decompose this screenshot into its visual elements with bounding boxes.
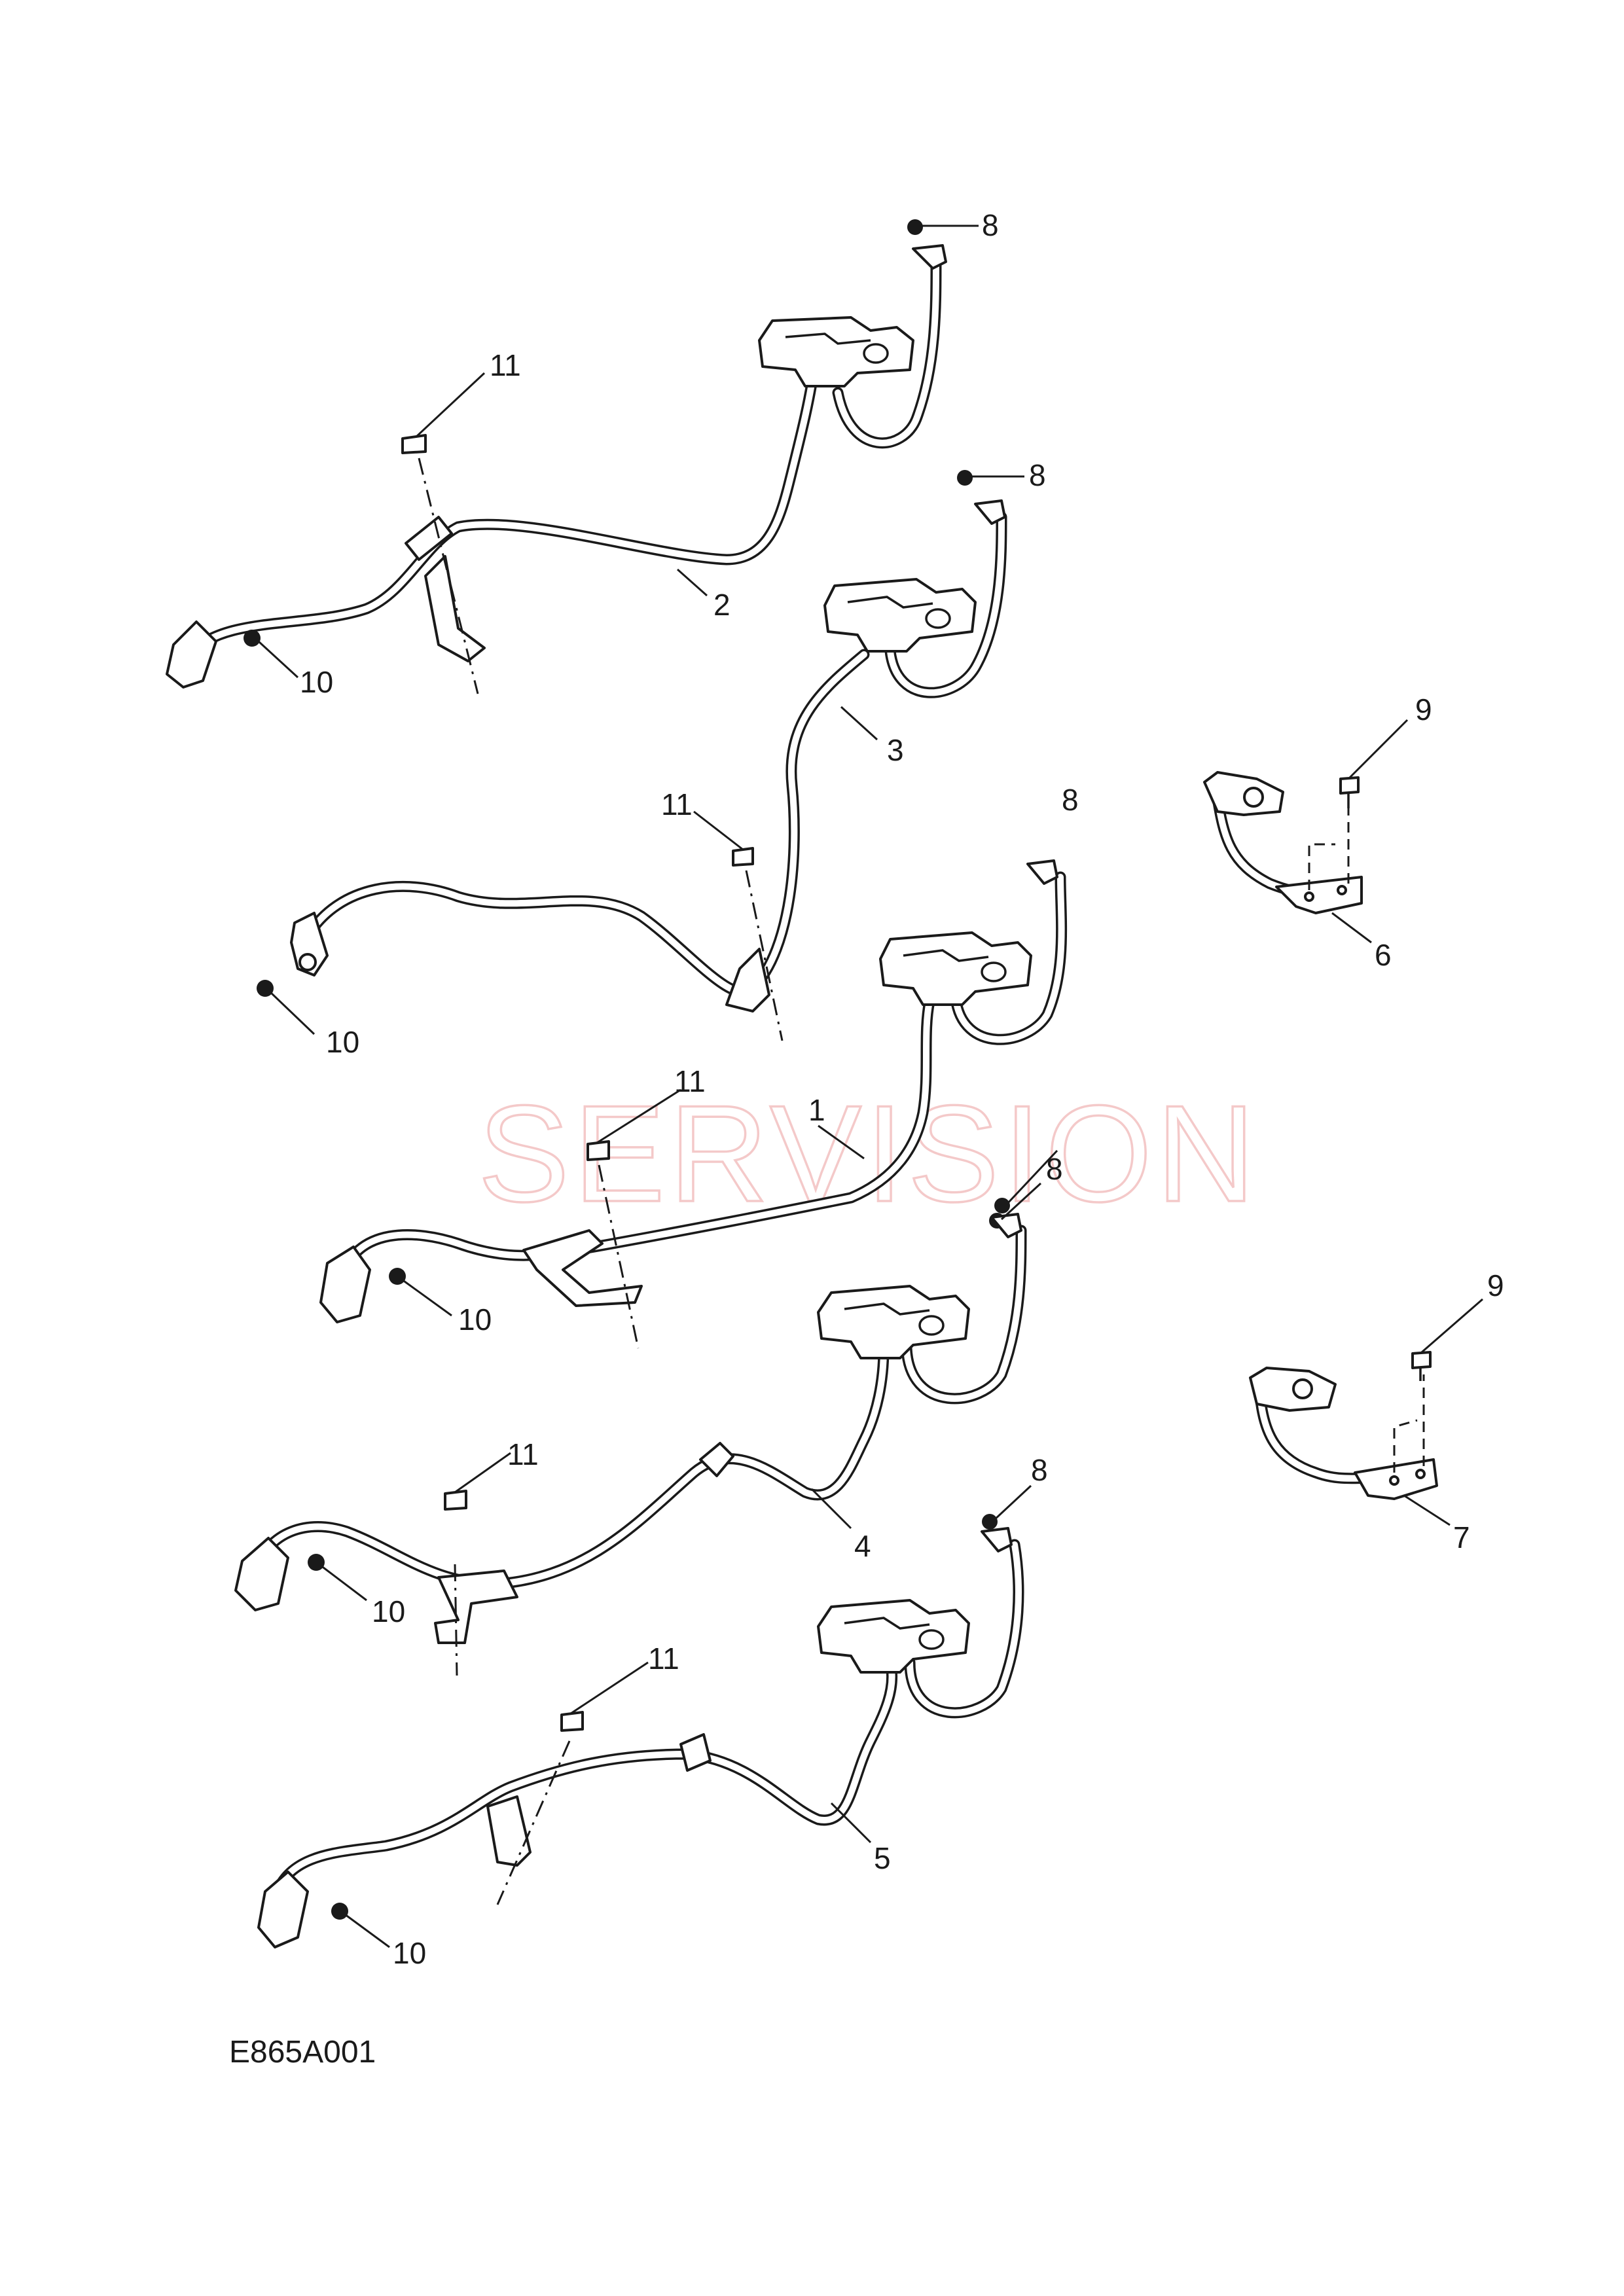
callout-11: 11: [648, 1641, 679, 1676]
cable-assembly-4: [234, 1198, 1027, 1676]
cable-assembly-2: [166, 219, 947, 694]
callout-9: 9: [1415, 692, 1432, 726]
mounting-bracket: [424, 555, 486, 662]
ring-terminal: [234, 1537, 289, 1611]
mounting-bracket: [486, 1795, 532, 1867]
callout-10: 10: [458, 1302, 492, 1336]
callout-10: 10: [393, 1936, 426, 1970]
leader-lines: [257, 224, 1483, 1948]
callout-labels: 8 8 8 8 8 9 9 10 10 10 10 10 11 11 11 11…: [300, 208, 1504, 1970]
callout-8: 8: [1046, 1152, 1063, 1186]
ring-terminal: [319, 1246, 371, 1323]
callout-8: 8: [1062, 783, 1079, 817]
figure-code: E865A001: [229, 2035, 376, 2070]
callout-8: 8: [1029, 458, 1046, 492]
ground-bolt: [1339, 776, 1360, 795]
callout-11: 11: [674, 1064, 706, 1098]
battery-terminal-clamp: [817, 1285, 970, 1359]
callout-2: 2: [713, 588, 731, 622]
callout-1: 1: [808, 1093, 825, 1127]
callout-3: 3: [887, 733, 904, 767]
battery-terminal-clamp: [879, 931, 1032, 1006]
callout-10: 10: [326, 1025, 359, 1059]
battery-terminal-clamp: [758, 316, 914, 387]
callout-9: 9: [1487, 1268, 1504, 1302]
callout-6: 6: [1375, 938, 1392, 972]
callout-11: 11: [661, 787, 693, 821]
mounting-bracket: [434, 1570, 518, 1644]
callout-11: 11: [490, 348, 521, 382]
cable-assembly-3: [257, 470, 1007, 1041]
callout-4: 4: [854, 1529, 871, 1563]
callout-7: 7: [1453, 1520, 1470, 1554]
callout-10: 10: [372, 1594, 405, 1628]
ground-strap-7: [1249, 1351, 1438, 1500]
ground-strap-6: [1203, 771, 1363, 914]
cable-assembly-1: [319, 859, 1068, 1349]
ground-bolt: [1411, 1351, 1432, 1369]
mounting-bracket: [522, 1229, 643, 1307]
mounting-bracket: [725, 948, 770, 1013]
callout-5: 5: [874, 1841, 891, 1875]
battery-terminal-clamp: [823, 578, 977, 653]
battery-terminal-clamp: [817, 1599, 970, 1674]
cable-assembly-5: [257, 1514, 1024, 1948]
callout-11: 11: [507, 1437, 539, 1471]
ring-terminal: [257, 1871, 309, 1948]
callout-8: 8: [982, 208, 999, 242]
callout-8: 8: [1031, 1453, 1048, 1487]
callout-10: 10: [300, 665, 333, 699]
ring-terminal: [166, 620, 217, 689]
